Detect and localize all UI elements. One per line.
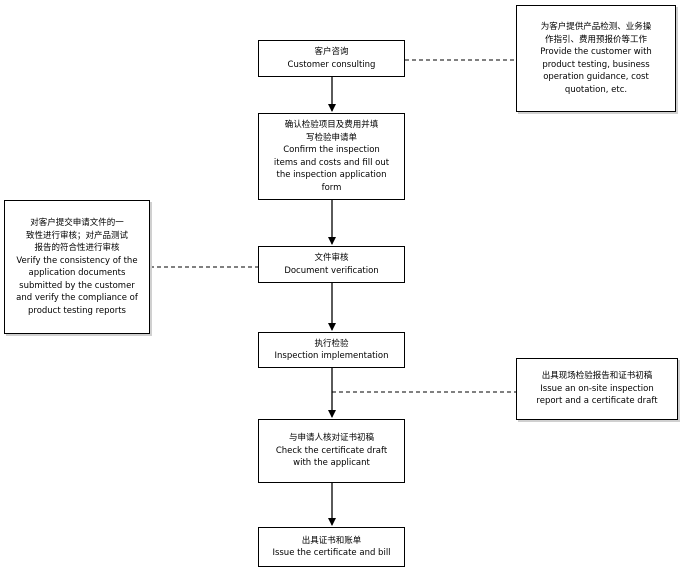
step-4-zh: 执行检验 xyxy=(314,338,349,349)
step-confirm-items: 确认检验项目及费用并填 写检验申请单 Confirm the inspectio… xyxy=(258,113,405,200)
note-1-zh: 为客户提供产品检测、业务操 作指引、费用预报价等工作 xyxy=(540,22,652,45)
step-check-draft: 与申请人核对证书初稿 Check the certificate draft w… xyxy=(258,419,405,483)
note-2-zh: 对客户提交申请文件的一 致性进行审核；对产品测试 报告的符合性进行审核 xyxy=(25,218,128,253)
step-1-en: Customer consulting xyxy=(287,59,376,70)
step-6-en: Issue the certificate and bill xyxy=(272,548,391,558)
step-3-zh: 文件审核 xyxy=(314,253,349,263)
note-document-verification: 对客户提交申请文件的一 致性进行审核；对产品测试 报告的符合性进行审核 Veri… xyxy=(4,200,150,334)
step-customer-consulting: 客户咨询 Customer consulting xyxy=(258,40,405,77)
note-3-en: Issue an on-site inspection report and a… xyxy=(536,383,658,407)
step-5-zh: 与申请人核对证书初稿 xyxy=(288,433,374,444)
step-3-en: Document verification xyxy=(284,265,379,276)
note-customer-services: 为客户提供产品检测、业务操 作指引、费用预报价等工作 Provide the c… xyxy=(516,5,676,112)
note-onsite-report: 出具现场检验报告和证书初稿 Issue an on-site inspectio… xyxy=(516,358,678,420)
step-1-zh: 客户咨询 xyxy=(314,47,349,57)
step-2-zh: 确认检验项目及费用并填 写检验申请单 xyxy=(284,120,379,143)
note-2-en: Verify the consistency of the applicatio… xyxy=(16,255,138,316)
step-document-verification: 文件审核 Document verification xyxy=(258,246,405,283)
step-6-zh: 出具证书和账单 xyxy=(301,535,362,546)
step-inspection-implementation: 执行检验 Inspection implementation xyxy=(258,332,405,368)
step-5-en: Check the certificate draft with the app… xyxy=(275,445,388,469)
step-issue-certificate: 出具证书和账单 Issue the certificate and bill xyxy=(258,527,405,567)
note-3-zh: 出具现场检验报告和证书初稿 xyxy=(541,371,653,382)
note-1-en: Provide the customer with product testin… xyxy=(540,47,652,95)
step-4-en: Inspection implementation xyxy=(274,351,389,361)
step-2-en: Confirm the inspection items and costs a… xyxy=(273,145,390,193)
